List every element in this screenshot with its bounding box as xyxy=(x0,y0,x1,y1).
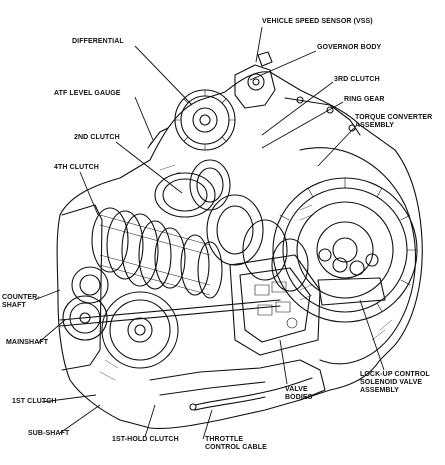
lower-gear-large xyxy=(101,291,179,369)
lockup-solenoid xyxy=(317,248,386,306)
valve-body xyxy=(229,254,321,356)
atf-dipstick xyxy=(149,127,169,146)
label-1st-clutch: 1ST CLUTCH xyxy=(12,398,57,405)
gear-stack-left xyxy=(91,207,223,299)
torque-converter-disc xyxy=(272,177,418,323)
label-governor-body: GOVERNOR BODY xyxy=(317,44,382,51)
leader-lines xyxy=(33,26,385,440)
label-ring-gear: RING GEAR xyxy=(344,96,385,103)
label-differential: DIFFERENTIAL xyxy=(72,38,124,45)
lower-gear-left xyxy=(62,295,108,341)
label-3rd-clutch: 3RD CLUTCH xyxy=(334,76,380,83)
label-2nd-clutch: 2ND CLUTCH xyxy=(74,134,120,141)
label-throttle-control-cable: THROTTLE CONTROL CABLE xyxy=(205,436,267,451)
governor-body xyxy=(234,64,276,109)
oil-pan xyxy=(149,359,326,401)
mainshaft xyxy=(59,299,281,321)
label-4th-clutch: 4TH CLUTCH xyxy=(54,164,99,171)
housing-outline xyxy=(56,71,423,429)
label-sub-shaft: SUB-SHAFT xyxy=(28,430,70,437)
label-countershaft: COUNTER-SHAFT xyxy=(2,294,40,309)
label-lockup-solenoid-valve: LOCK-UP CONTROL SOLENOID VALVE ASSEMBLY xyxy=(360,371,430,394)
label-atf-level-gauge: ATF LEVEL GAUGE xyxy=(54,90,121,97)
label-valve-bodies: VALVE BODIES xyxy=(285,386,313,401)
label-vehicle-speed-sensor: VEHICLE SPEED SENSOR (VSS) xyxy=(262,18,373,25)
label-mainshaft: MAINSHAFT xyxy=(6,339,49,346)
throttle-cable xyxy=(194,377,313,406)
end-cover xyxy=(61,204,103,371)
speed-sensor xyxy=(257,51,273,67)
torque-converter-housing xyxy=(299,147,417,365)
label-torque-converter-assembly: TORQUE CONVERTER ASSEMBLY xyxy=(355,114,433,129)
clutch-drums xyxy=(154,159,309,292)
label-1st-hold-clutch: 1ST-HOLD CLUTCH xyxy=(112,436,179,443)
